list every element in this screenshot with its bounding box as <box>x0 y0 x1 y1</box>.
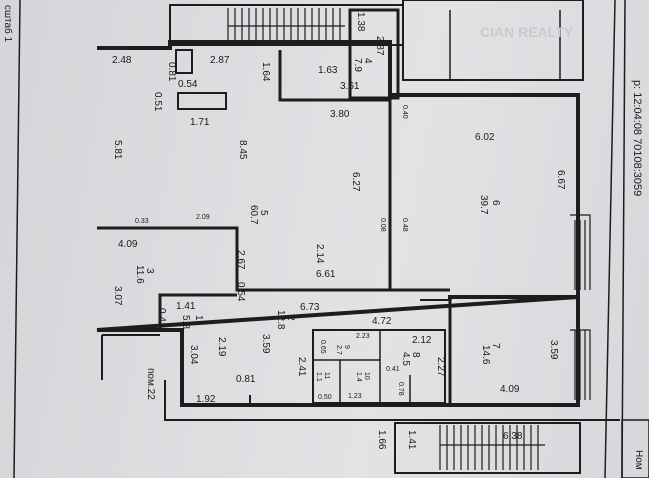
dimension: 0.81 <box>236 374 256 385</box>
dimension: 1.63 <box>318 65 338 76</box>
dimension: 1.41 <box>176 301 196 312</box>
dimension: 1.66 <box>376 430 387 450</box>
dimension: 6.27 <box>350 172 361 192</box>
room-10-area: 1.4 <box>355 372 362 382</box>
dimension: 2.14 <box>314 244 325 264</box>
room-8-number: 8 <box>410 352 421 358</box>
room-5-number: 5 <box>258 210 269 216</box>
dimension: 3.59 <box>260 334 271 354</box>
dimension: 4.09 <box>118 239 138 250</box>
room-7-area: 14.6 <box>480 345 491 365</box>
dimension: 6.61 <box>316 269 336 280</box>
dimension: 2.87 <box>210 55 230 66</box>
room-9-area: 2.7 <box>335 345 342 355</box>
room-3-number: 3 <box>144 268 155 274</box>
dimension: 0.41 <box>156 308 167 328</box>
dimension: 3.61 <box>340 81 360 92</box>
dimension: 0.54 <box>235 282 246 302</box>
room-4-number: 4 <box>362 58 373 64</box>
dimension: 3.04 <box>188 345 199 365</box>
room-2-area: 12.8 <box>275 310 286 330</box>
dimension: 2.27 <box>435 357 446 377</box>
dimension: 6.02 <box>475 132 495 143</box>
room-4-area: 7.9 <box>352 58 363 72</box>
room-5-area: 60.7 <box>248 205 259 225</box>
dimension: 1.64 <box>260 62 271 82</box>
dimension: 2.87 <box>374 36 385 56</box>
dimension: 4.72 <box>372 316 392 327</box>
dimension: 0.33 <box>135 218 149 225</box>
dimension: 2.48 <box>112 55 132 66</box>
room-11-area: 1.1 <box>315 372 322 382</box>
dimension: 0.78 <box>397 382 404 396</box>
dimension: 2.12 <box>412 335 432 346</box>
dimension: 1.41 <box>406 430 417 450</box>
room-11-number: 11 <box>323 372 330 380</box>
dimension: 0.81 <box>166 62 177 82</box>
dimension: 6.73 <box>300 302 320 313</box>
dimension: 3.07 <box>112 286 123 306</box>
dimension: 2.23 <box>356 333 370 340</box>
dimension: 5.81 <box>112 140 123 160</box>
dimension: 2.19 <box>216 337 227 357</box>
dimension: 0.50 <box>318 394 332 401</box>
dimension: 4.09 <box>500 384 520 395</box>
dimension: 0.48 <box>401 218 408 232</box>
dimension: 1.92 <box>196 394 216 405</box>
dimension: 3.80 <box>330 109 350 120</box>
dimension: 1.38 <box>355 12 366 32</box>
dimension: 0.08 <box>379 218 386 232</box>
room-1-area: 5.8 <box>180 315 191 329</box>
room-10-number: 10 <box>363 372 370 380</box>
watermark: CIAN REALTY <box>480 24 574 40</box>
room-6-number: 6 <box>490 200 501 206</box>
dimension: 0.41 <box>386 366 400 373</box>
dimension: 0.65 <box>319 340 326 354</box>
room-6-area: 39.7 <box>478 195 489 215</box>
dimension: 6.67 <box>555 170 566 190</box>
dimension: 2.09 <box>196 214 210 221</box>
dimension: 2.41 <box>296 357 307 377</box>
dimension: 2.67 <box>235 250 246 270</box>
dimension: 8.45 <box>237 140 248 160</box>
dimension: 1.23 <box>348 393 362 400</box>
room-22-label: пом.22 <box>145 368 156 400</box>
dimension: 0.40 <box>401 105 408 119</box>
dimension: 1.71 <box>190 117 210 128</box>
scale-caption: сштаб 1 <box>2 5 13 43</box>
dimension: 3.59 <box>548 340 559 360</box>
dimension: 6.38 <box>503 431 523 442</box>
corner-caption: Ном <box>633 450 644 470</box>
cadastral-number: р: 12:04:08 70108:3059 <box>631 80 643 197</box>
dimension: 0.54 <box>178 79 198 90</box>
room-1-number: 1 <box>193 315 204 321</box>
room-7-number: 7 <box>490 343 501 349</box>
room-9-number: 9 <box>343 345 350 349</box>
room-2-number: 2 <box>285 315 296 321</box>
room-8-area: 4.5 <box>400 352 411 366</box>
dimension: 0.51 <box>152 92 163 112</box>
room-3-area: 11.6 <box>134 265 145 284</box>
